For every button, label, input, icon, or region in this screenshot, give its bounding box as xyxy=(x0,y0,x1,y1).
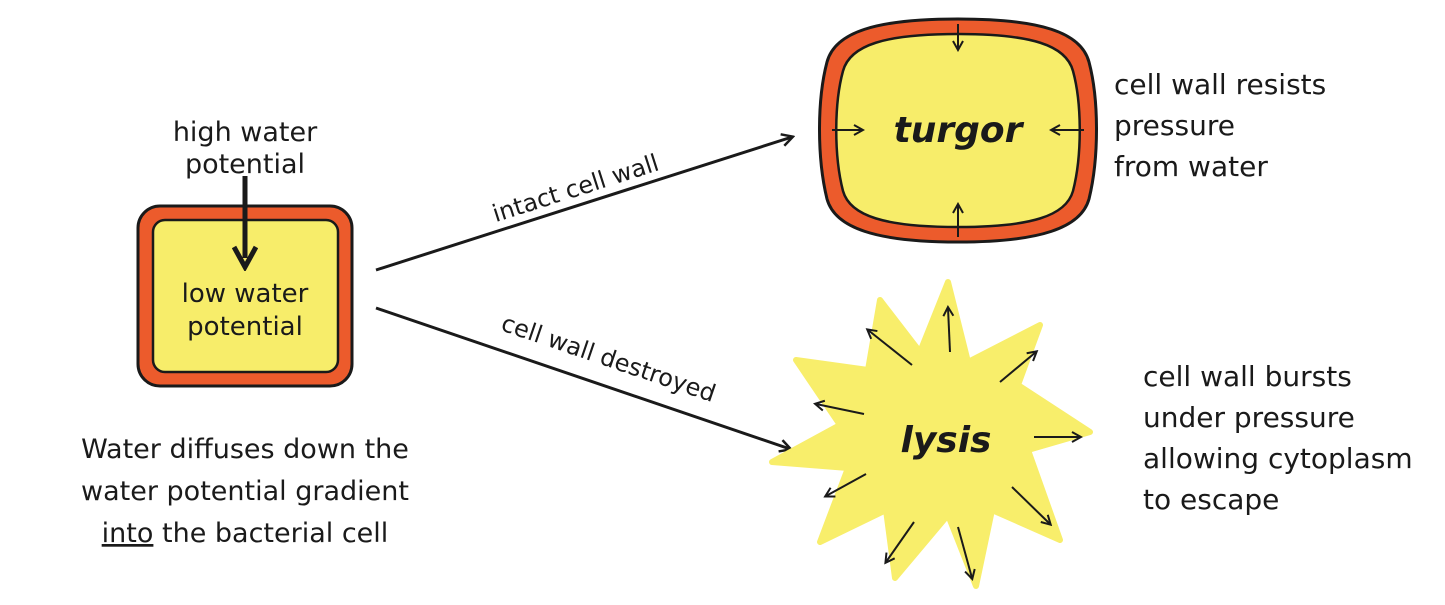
lysis-note-line4: to escape xyxy=(1143,483,1280,516)
caption-line3-rest: the bacterial cell xyxy=(153,518,388,549)
caption-line2: water potential gradient xyxy=(81,476,409,507)
burst-arrow-9 xyxy=(957,526,972,578)
cell-wall-destroyed-label: cell wall destroyed xyxy=(498,309,719,408)
turgor-label: turgor xyxy=(894,110,1025,151)
low-water-potential-label-line2: potential xyxy=(187,312,303,342)
turgor-note-line3: from water xyxy=(1114,150,1268,183)
high-water-potential-label-line1: high water xyxy=(173,117,318,148)
turgor-cell: turgor xyxy=(818,17,1098,244)
caption-line3: into the bacterial cell xyxy=(102,518,389,549)
bacterial-cell: low water potential xyxy=(136,176,354,388)
caption-line1: Water diffuses down the xyxy=(81,434,409,465)
burst-arrow-4 xyxy=(816,404,865,415)
lysis-note-line3: allowing cytoplasm xyxy=(1143,442,1413,475)
burst-arrow-6 xyxy=(826,473,867,496)
burst-arrow-8 xyxy=(886,521,915,562)
burst-arrow-1 xyxy=(948,308,950,353)
lysis-cell: lysis xyxy=(769,279,1093,589)
turgor-note-line2: pressure xyxy=(1114,109,1235,142)
caption-into-underlined: into xyxy=(102,518,154,549)
high-water-potential-label-line2: potential xyxy=(185,149,305,180)
intact-wall-arrow xyxy=(375,137,792,272)
lysis-note-line1: cell wall bursts xyxy=(1143,360,1352,393)
turgor-note-line1: cell wall resists xyxy=(1114,68,1327,101)
low-water-potential-label-line1: low water xyxy=(182,279,309,309)
lysis-label: lysis xyxy=(900,420,991,461)
lysis-note: cell wall bursts under pressure allowing… xyxy=(1143,356,1413,520)
lysis-note-line2: under pressure xyxy=(1143,401,1355,434)
burst-arrow-2 xyxy=(868,330,913,366)
turgor-note: cell wall resists pressure from water xyxy=(1114,64,1326,187)
destroyed-wall-arrow xyxy=(375,306,790,449)
burst-arrow-7 xyxy=(1011,486,1050,524)
lysis-burst xyxy=(769,279,1093,589)
burst-arrow-3 xyxy=(999,352,1036,383)
